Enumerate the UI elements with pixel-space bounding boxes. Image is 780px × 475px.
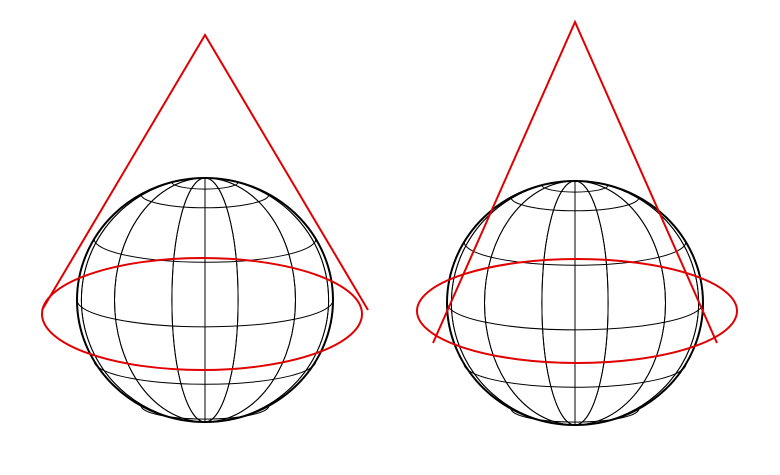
right-cone-base-circle bbox=[416, 258, 738, 364]
left-parallel bbox=[93, 360, 317, 385]
right-globe-grid bbox=[446, 180, 704, 426]
right-parallel bbox=[463, 241, 687, 266]
left-parallel bbox=[140, 194, 270, 209]
left-cone bbox=[41, 33, 369, 371]
right-parallel bbox=[446, 302, 704, 331]
left-parallel bbox=[76, 299, 334, 328]
right-parallel bbox=[510, 408, 640, 423]
right-globe-with-secant-cone bbox=[416, 19, 738, 426]
right-cone bbox=[416, 19, 738, 364]
left-globe-with-tangent-cone bbox=[41, 33, 369, 423]
left-globe-grid bbox=[76, 177, 334, 423]
left-cone-sides bbox=[41, 33, 369, 311]
right-parallel bbox=[510, 197, 640, 212]
right-globe-outline bbox=[446, 180, 704, 426]
left-cone-base-circle bbox=[41, 257, 363, 371]
left-parallel bbox=[171, 182, 239, 190]
right-parallel bbox=[541, 185, 609, 193]
right-cone-sides bbox=[432, 19, 718, 344]
left-parallel bbox=[140, 405, 270, 420]
left-globe-outline bbox=[76, 177, 334, 423]
right-parallel bbox=[463, 363, 687, 388]
left-parallel bbox=[93, 238, 317, 263]
